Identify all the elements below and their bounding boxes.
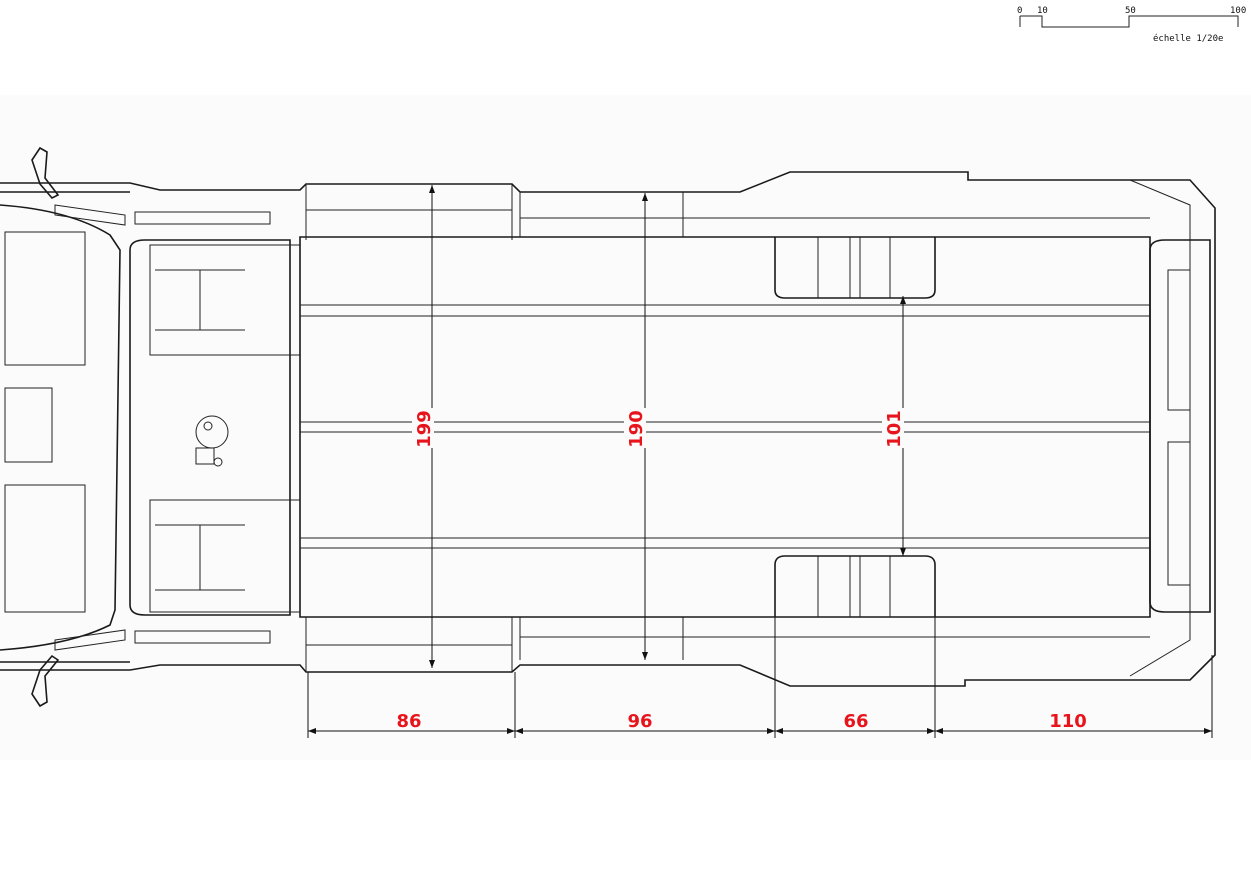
scale-tick-10: 10: [1037, 6, 1048, 16]
dimension-label-86: 86: [396, 711, 421, 732]
scale-tick-0: 0: [1017, 6, 1022, 16]
dimension-label-96: 96: [627, 711, 652, 732]
dimension-label-190: 190: [626, 410, 647, 448]
dimension-label-110: 110: [1049, 711, 1087, 732]
dimension-label-199: 199: [414, 410, 435, 448]
scale-tick-50: 50: [1125, 6, 1136, 16]
vehicle-body: [0, 146, 1216, 708]
scale-bar: 0 10 50 100 échelle 1/20e: [1017, 6, 1246, 44]
scale-tick-100: 100: [1230, 6, 1246, 16]
horizontal-dimensions: 86 96 66 110: [307, 617, 1213, 738]
dimension-label-66: 66: [843, 711, 868, 732]
vertical-dimensions: 199 190 101: [412, 185, 906, 668]
dimension-label-101: 101: [884, 410, 905, 448]
scale-caption: échelle 1/20e: [1153, 33, 1223, 44]
